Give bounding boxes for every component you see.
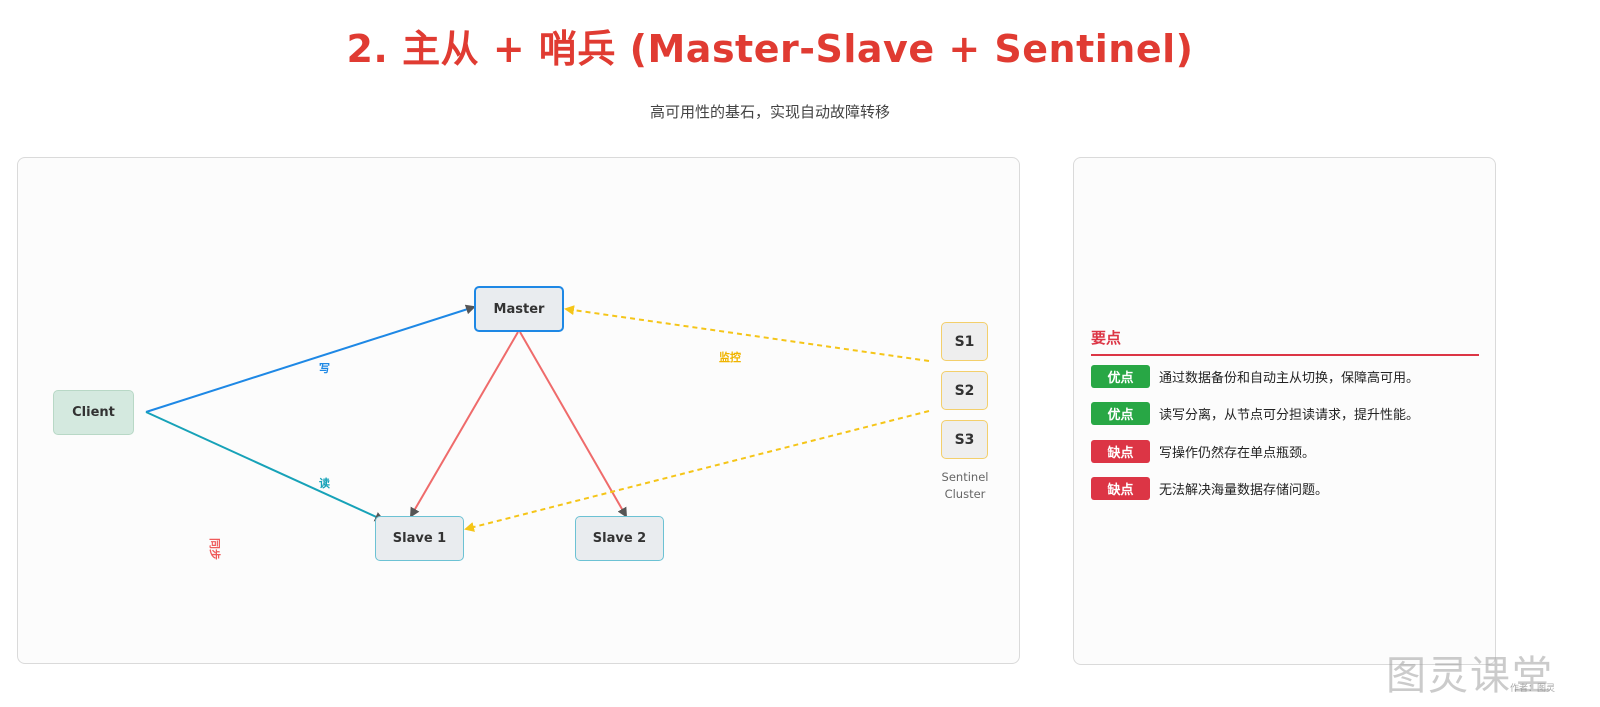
diagram-panel: Client Master Slave 1 Slave 2 S1 S2 S3 S… bbox=[17, 157, 1020, 664]
diagram-edges bbox=[145, 304, 930, 532]
master-node: Master bbox=[474, 286, 564, 332]
watermark: 图灵课堂 bbox=[1386, 653, 1554, 699]
slave2-node: Slave 2 bbox=[575, 516, 664, 561]
key-point-text: 读写分离，从节点可分担读请求，提升性能。 bbox=[1159, 408, 1420, 423]
key-point-text: 无法解决海量数据存储问题。 bbox=[1159, 483, 1329, 498]
key-points-heading: 要点 bbox=[1091, 327, 1479, 356]
edge-sentinel-slave1-monitor bbox=[464, 410, 930, 532]
edge-master-slave2-sync bbox=[519, 331, 627, 518]
con-badge: 缺点 bbox=[1091, 439, 1150, 463]
key-point-item: 优点 读写分离，从节点可分担读请求，提升性能。 bbox=[1091, 402, 1481, 426]
slave1-node: Slave 1 bbox=[375, 516, 464, 561]
sentinel-s1-node: S1 bbox=[941, 322, 988, 361]
key-point-item: 缺点 写操作仍然存在单点瓶颈。 bbox=[1091, 439, 1481, 463]
key-point-item: 优点 通过数据备份和自动主从切换，保障高可用。 bbox=[1091, 364, 1481, 388]
edge-sentinel-master-monitor bbox=[564, 305, 930, 362]
key-point-text: 写操作仍然存在单点瓶颈。 bbox=[1159, 445, 1316, 461]
key-point-item: 缺点 无法解决海量数据存储问题。 bbox=[1091, 477, 1481, 501]
sentinel-cluster-label-line2: Cluster bbox=[944, 487, 986, 501]
write-edge-label: 写 bbox=[319, 362, 330, 375]
sync-edge-label: 同步 bbox=[208, 538, 221, 560]
key-points-list: 优点 通过数据备份和自动主从切换，保障高可用。 优点 读写分离，从节点可分担读请… bbox=[1091, 364, 1481, 514]
read-edge-label: 读 bbox=[319, 477, 330, 490]
page-title: 2. 主从 + 哨兵 (Master-Slave + Sentinel) bbox=[346, 27, 1194, 71]
page-subtitle: 高可用性的基石，实现自动故障转移 bbox=[649, 103, 890, 121]
sentinel-cluster-label: Sentinel Cluster bbox=[934, 469, 996, 503]
watermark-author: 作者：图灵 bbox=[1510, 684, 1556, 694]
key-point-text: 通过数据备份和自动主从切换，保障高可用。 bbox=[1159, 370, 1420, 386]
con-badge: 缺点 bbox=[1091, 477, 1150, 500]
monitor-edge-label: 监控 bbox=[719, 351, 741, 364]
edge-client-slave1-read bbox=[145, 411, 385, 522]
key-points-panel: 要点 优点 通过数据备份和自动主从切换，保障高可用。 优点 读写分离，从节点可分… bbox=[1073, 157, 1496, 665]
sentinel-cluster-label-line1: Sentinel bbox=[941, 470, 989, 484]
edge-client-master-write bbox=[145, 304, 476, 413]
pro-badge: 优点 bbox=[1091, 364, 1150, 388]
client-node: Client bbox=[53, 390, 134, 435]
sentinel-s3-node: S3 bbox=[941, 420, 988, 459]
edge-master-slave1-sync bbox=[409, 331, 519, 518]
pro-badge: 优点 bbox=[1091, 402, 1150, 425]
sentinel-s2-node: S2 bbox=[941, 371, 988, 410]
